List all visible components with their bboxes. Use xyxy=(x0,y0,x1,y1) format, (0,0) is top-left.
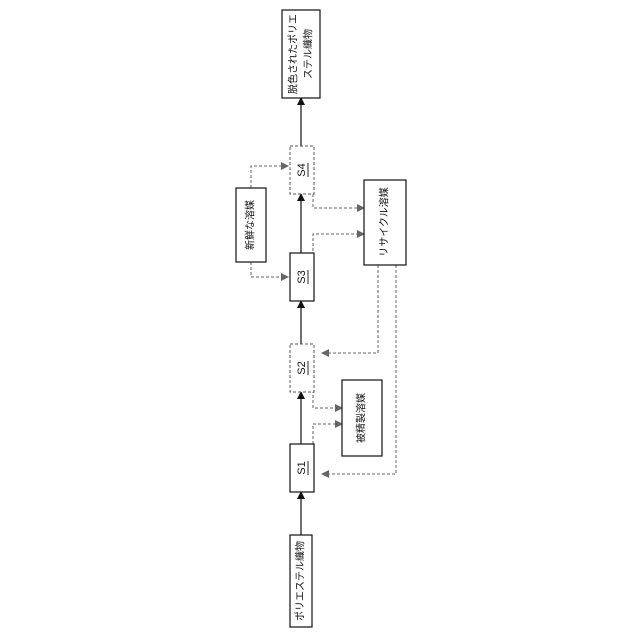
node-polyester-fabric: ポリエステル織物 xyxy=(290,535,312,627)
node-contaminated-solvent-label: 被精製溶媒 xyxy=(355,393,368,443)
node-s1-label: S1 xyxy=(296,461,308,474)
arrow-s3-to-recycled xyxy=(313,234,364,256)
node-contaminated-solvent: 被精製溶媒 xyxy=(342,380,382,456)
node-recycled-solvent: リサイクル溶媒 xyxy=(364,180,406,265)
node-s4-label: S4 xyxy=(296,163,308,176)
node-polyester-fabric-label: ポリエステル織物 xyxy=(294,541,307,621)
arrow-fresh-to-s3 xyxy=(251,262,288,277)
node-s3: S3 xyxy=(290,253,314,301)
node-decolorized-fabric-line2: ステル織物 xyxy=(302,29,315,79)
node-fresh-solvent-label: 新鮮な溶媒 xyxy=(244,200,257,250)
node-s2: S2 xyxy=(290,344,314,392)
arrow-s2-to-contaminated-solvent xyxy=(313,390,342,408)
arrow-fresh-to-s4 xyxy=(251,166,288,188)
arrow-recycled-to-s2 xyxy=(322,265,378,353)
arrow-s4-to-recycled xyxy=(313,194,364,208)
node-recycled-solvent-label: リサイクル溶媒 xyxy=(378,187,391,257)
node-decolorized-fabric-line1: 脱色されたポリエ xyxy=(287,14,300,94)
node-s1: S1 xyxy=(290,444,314,492)
arrow-s1-to-contaminated-solvent xyxy=(313,424,342,449)
node-s3-label: S3 xyxy=(296,270,308,283)
node-s4: S4 xyxy=(290,146,314,194)
node-decolorized-fabric: 脱色されたポリエ ステル織物 xyxy=(282,10,320,98)
node-s2-label: S2 xyxy=(296,361,308,374)
node-fresh-solvent: 新鮮な溶媒 xyxy=(236,188,266,262)
